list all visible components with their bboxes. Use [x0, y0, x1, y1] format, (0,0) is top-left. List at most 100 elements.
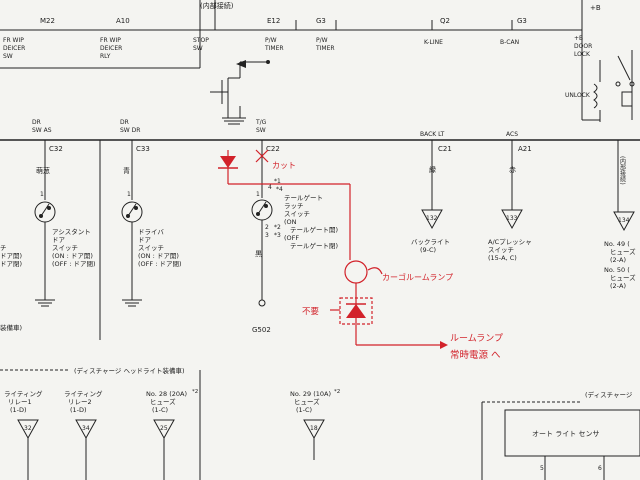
ref-labels: バックライト (9-C) A/Cプレッシャ スイッチ (15-A, C) No.… — [411, 238, 638, 290]
ref-134: 134 — [618, 217, 630, 224]
driver-switch-symbol — [126, 203, 138, 218]
naikyo-side: (内部接続) — [619, 156, 626, 185]
left-equip-label: 装備車) — [0, 323, 22, 332]
label-fuse50: No. 50 ( ヒューズ (2-A) — [604, 266, 638, 290]
assist-switch-label: アシスタント ドア スイッチ (ON : ドア開) (OFF : ドア閉) — [52, 227, 96, 268]
red-annotation-lines — [227, 149, 440, 346]
pin-1-assist: 1 — [40, 191, 44, 198]
wire-moegi: 萌葱 — [36, 166, 50, 175]
wire-kuro: 黒 — [255, 250, 262, 258]
label-fr-wip-deicer-sw: FR WIP DEICER SW — [3, 37, 27, 60]
label-stop-sw: STOP SW — [193, 37, 211, 52]
top-labels: FR WIP DEICER SW FR WIP DEICER RLY STOP … — [3, 35, 594, 99]
bottom-ref-labels: ライティング リレー1 (1-D) ライティング リレー2 (1-D) No. … — [4, 389, 340, 414]
annotation-cargo-room-lamp: カーゴルームランプ — [382, 272, 453, 282]
pin-c32: C32 — [49, 145, 63, 153]
pin-labels: C32 C33 C22 C21 A21 — [49, 145, 532, 153]
label-k-line: K-LINE — [424, 39, 443, 46]
svg-text:アシスタント ドア スイッチ: アシスタント ドア スイッチ (ON : ドア開) (OFF : ドア閉) — [52, 227, 96, 268]
label-pw-timer-1: P/W TIMER — [264, 37, 284, 52]
pin-star1: *1 — [274, 178, 281, 185]
conn-q2: Q2 — [440, 17, 450, 25]
label-back-light: バックライト (9-C) — [411, 238, 452, 254]
label-fuse49: No. 49 ( ヒューズ (2-A) — [604, 240, 638, 264]
conn-b-top: +B — [590, 4, 601, 12]
label-dr-sw-as: DR SW AS — [32, 119, 52, 134]
sensor-pin-6: 6 — [598, 465, 602, 472]
section-discharge-right: (ディスチャージ — [585, 390, 633, 399]
ref-34: 34 — [82, 425, 90, 432]
pin-star2: *2 — [274, 224, 281, 231]
driver-switch-label: ドライバ ドア スイッチ (ON : ドア開) (OFF : ドア閉) — [138, 228, 182, 268]
pin-3: 3 — [265, 232, 269, 239]
label-fuse29: No. 29 (10A) ヒューズ (1-C) — [290, 390, 333, 414]
junction-dot — [266, 60, 270, 64]
conn-g3b: G3 — [517, 17, 527, 25]
wire-ao: 青 — [123, 166, 130, 175]
pin-star3: *3 — [274, 232, 281, 239]
tailgate-switch-wires — [251, 150, 273, 307]
label-door-lock: +B DOOR LOCK — [574, 35, 594, 58]
label-ac-pressure: A/Cプレッシャ スイッチ (15-A, C) — [488, 238, 534, 262]
ref-25: 25 — [160, 425, 168, 432]
pin-c21: C21 — [438, 145, 452, 153]
label-dr-sw-dr: DR SW DR — [120, 119, 140, 134]
bottom-ref-triangles — [17, 419, 325, 480]
label-acs: ACS — [506, 131, 518, 138]
ref-132: 132 — [426, 215, 438, 222]
conn-a10: A10 — [116, 17, 130, 25]
conn-g3a: G3 — [316, 17, 326, 25]
naikyo-top: (内部接続) — [200, 1, 234, 10]
tailgate-switch-label: テールゲート ラッチ スイッチ (ON テールゲート開) (OFF テールゲート… — [284, 193, 340, 250]
label-unlock: UNLOCK — [565, 92, 591, 99]
pin-c22: C22 — [266, 145, 280, 153]
pin-4: 4 — [268, 184, 272, 191]
wire-aka: 赤 — [509, 166, 516, 174]
label-back-lt: BACK LT — [420, 131, 445, 138]
top-connector-labels: M22 A10 (内部接続) E12 G3 Q2 G3 +B — [40, 1, 601, 25]
fuse28-star: *2 — [192, 389, 198, 395]
label-lighting-relay2: ライティング リレー2 (1-D) — [64, 389, 105, 414]
ref-32: 32 — [24, 425, 32, 432]
pin-1-tailgate: 1 — [256, 191, 260, 198]
tailgate-switch-symbol — [256, 201, 268, 216]
conn-m22: M22 — [40, 17, 55, 25]
label-fr-wip-deicer-rly: FR WIP DEICER RLY — [100, 37, 124, 60]
pin-a21: A21 — [518, 145, 532, 153]
label-fuse28: No. 28 (20A) ヒューズ (1-C) — [146, 390, 189, 414]
red-arrow-head — [440, 341, 448, 349]
assist-switch-symbol — [39, 203, 51, 218]
pin-star4: *4 — [276, 186, 283, 193]
assist-switch-wires — [34, 150, 56, 307]
ground-g502: G502 — [252, 326, 271, 334]
svg-text:ドライバ ドア スイッチ: ドライバ ドア スイッチ (ON : ドア開) (OFF : ドア閉) — [138, 228, 182, 268]
pin-1-driver: 1 — [127, 191, 131, 198]
label-b-can: B-CAN — [500, 39, 519, 46]
red-diode-cut — [220, 156, 236, 168]
sensor-pin-5: 5 — [540, 465, 544, 472]
top-frame — [0, 0, 600, 121]
label-pw-timer-2: P/W TIMER — [315, 37, 335, 52]
bus-labels: DR SW AS DR SW DR T/G SW BACK LT ACS — [32, 119, 518, 138]
transistor-arrow — [236, 60, 246, 68]
svg-text:テールゲート ラッチ スイッチ: テールゲート ラッチ スイッチ (ON テールゲート開) (OFF テールゲート… — [284, 193, 340, 250]
section-discharge-headlight: (ディスチャージ ヘッドライト装備車) — [74, 366, 185, 375]
red-diode-unneeded — [346, 304, 366, 318]
ref-18: 18 — [310, 425, 318, 432]
left-partial-switch-label: チ ドア開) ドア閉) — [0, 244, 24, 268]
annotation-unneeded: 不要 — [302, 307, 320, 317]
driver-switch-wires — [121, 150, 143, 307]
auto-light-sensor: オート ライト センサ — [532, 430, 599, 438]
bottom-section-lines — [0, 369, 640, 480]
door-lock-coil — [593, 50, 635, 122]
fuse29-star: *2 — [334, 389, 340, 395]
annotation-always-power: 常時電源 へ — [450, 349, 501, 361]
annotation-room-lamp: ルームランプ — [450, 333, 503, 344]
transistor-symbol — [210, 60, 269, 125]
ref-133: 133 — [506, 215, 518, 222]
pin-c33: C33 — [136, 145, 150, 153]
svg-text:チ ドア開) ドア閉): チ ドア開) ドア閉) — [0, 244, 24, 268]
annotation-cut: カット — [272, 161, 296, 170]
